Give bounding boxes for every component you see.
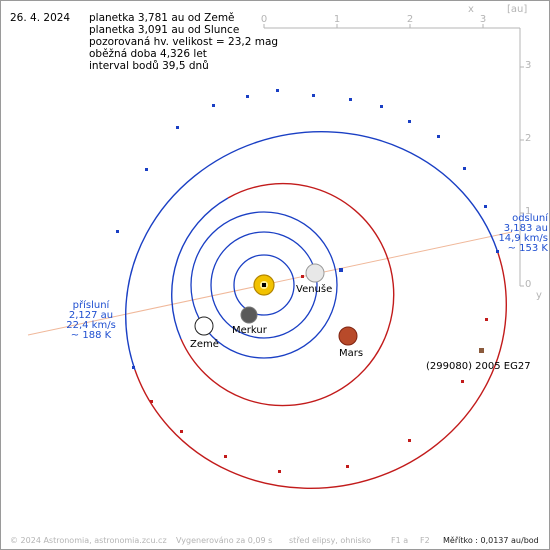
perihelion-temp: ~ 188 K [70,330,112,341]
info-line-5: interval bodů 39,5 dnů [89,60,209,72]
asteroid-point-markers-red [150,318,488,473]
y-axis-label: y [536,290,542,301]
info-line-2: planetka 3,091 au od Slunce [89,24,240,36]
earth-label: Země [190,339,219,350]
footer-generated: Vygenerováno za 0,09 s [176,536,273,545]
footer-legend-center: střed elipsy, ohnisko [289,536,372,545]
perihelion-title: přísluní [72,300,110,311]
mars-marker [338,326,358,346]
asteroid-point-markers [116,89,499,369]
y-tick-label-1: 1 [525,206,532,217]
y-tick-label-0: 0 [525,279,532,290]
venus-label: Venuše [296,284,333,295]
asteroid-orbit-red [134,249,507,490]
footer-copyright: © 2024 Astronomia, astronomia.zcu.cz [10,536,167,545]
x-axis-label: x [468,4,474,15]
venus-marker [305,263,325,283]
x-tick-label-3: 3 [479,14,487,25]
perihelion-distance: 2,127 au [68,310,114,321]
center-dot [301,275,304,278]
aphelion-title: odsluní [512,213,548,224]
x-tick-label-2: 2 [406,14,414,25]
venus-orbit [210,231,318,339]
axis-unit: [au] [507,4,528,15]
mars-orbit-blue [171,197,229,340]
mercury-orbit [233,254,295,316]
asteroid-orbit-blue [125,130,498,371]
footer-legend-f1: F1 a [391,536,409,545]
earth-marker [194,316,214,336]
mercury-label: Merkur [232,325,267,336]
x-tick-label-0: 0 [260,14,268,25]
footer-scale: Měřítko : 0,0137 au/bod [443,536,539,545]
info-line-4: oběžná doba 4,326 let [89,48,207,60]
perihelion-speed: 22,4 km/s [66,320,116,331]
axis-group [263,24,524,287]
venus-dot [339,268,343,272]
aphelion-speed: 14,9 km/s [498,233,548,244]
earth-orbit [190,211,338,359]
y-tick-label-3: 3 [525,60,532,71]
asteroid-marker [479,348,484,353]
info-line-3: pozorovaná hv. velikost = 23,2 mag [89,36,279,48]
sun-marker [253,274,275,296]
asteroid-label: (299080) 2005 EG27 [426,361,531,372]
info-line-1: planetka 3,781 au od Země [89,12,235,24]
mars-orbit-red [180,182,395,407]
footer-legend-f2: F2 [420,536,430,545]
x-tick-label-1: 1 [333,14,341,25]
y-tick-label-2: 2 [525,133,532,144]
planet-orbits [190,211,338,359]
aphelion-distance: 3,183 au [503,223,548,234]
mars-label: Mars [339,348,364,359]
mercury-marker [240,306,258,324]
aphelion-temp: ~ 153 K [507,243,548,254]
date-label: 26. 4. 2024 [10,12,71,24]
